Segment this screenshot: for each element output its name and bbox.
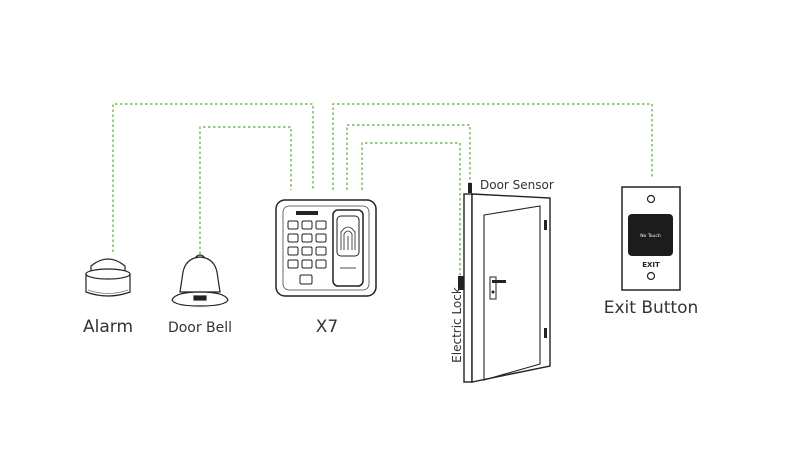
fingerprint-sensor-icon	[332, 209, 364, 287]
alarm-icon	[85, 258, 131, 297]
wire-alarm	[112, 103, 314, 252]
door-sensor-label: Door Sensor	[480, 178, 554, 192]
door-bell-label: Door Bell	[168, 320, 232, 336]
wire-door-sensor	[346, 124, 471, 190]
door-handle-icon	[492, 280, 506, 283]
x7-label: X7	[316, 317, 338, 337]
wire-exit-button	[332, 103, 653, 190]
exit-button-label: Exit Button	[604, 298, 699, 318]
exit-text: EXIT	[642, 261, 660, 269]
wire-electric-lock	[361, 142, 461, 284]
door-icon	[458, 183, 551, 383]
wire-door-bell	[199, 126, 292, 254]
electric-lock-label: Electric Lock	[450, 287, 464, 363]
no-touch-text: No Touch	[640, 233, 661, 239]
wiring	[112, 103, 653, 284]
x7-keypad	[287, 220, 327, 285]
door-sensor-icon	[468, 183, 472, 193]
alarm-label: Alarm	[83, 317, 133, 337]
x7-terminal	[275, 199, 377, 297]
screw-icon	[646, 194, 656, 204]
touch-sensor-pad	[628, 214, 673, 256]
exit-button-device: No Touch EXIT	[621, 186, 681, 291]
electric-lock-icon	[458, 276, 464, 290]
screw-icon	[646, 271, 656, 281]
door-bell-icon	[171, 254, 229, 307]
